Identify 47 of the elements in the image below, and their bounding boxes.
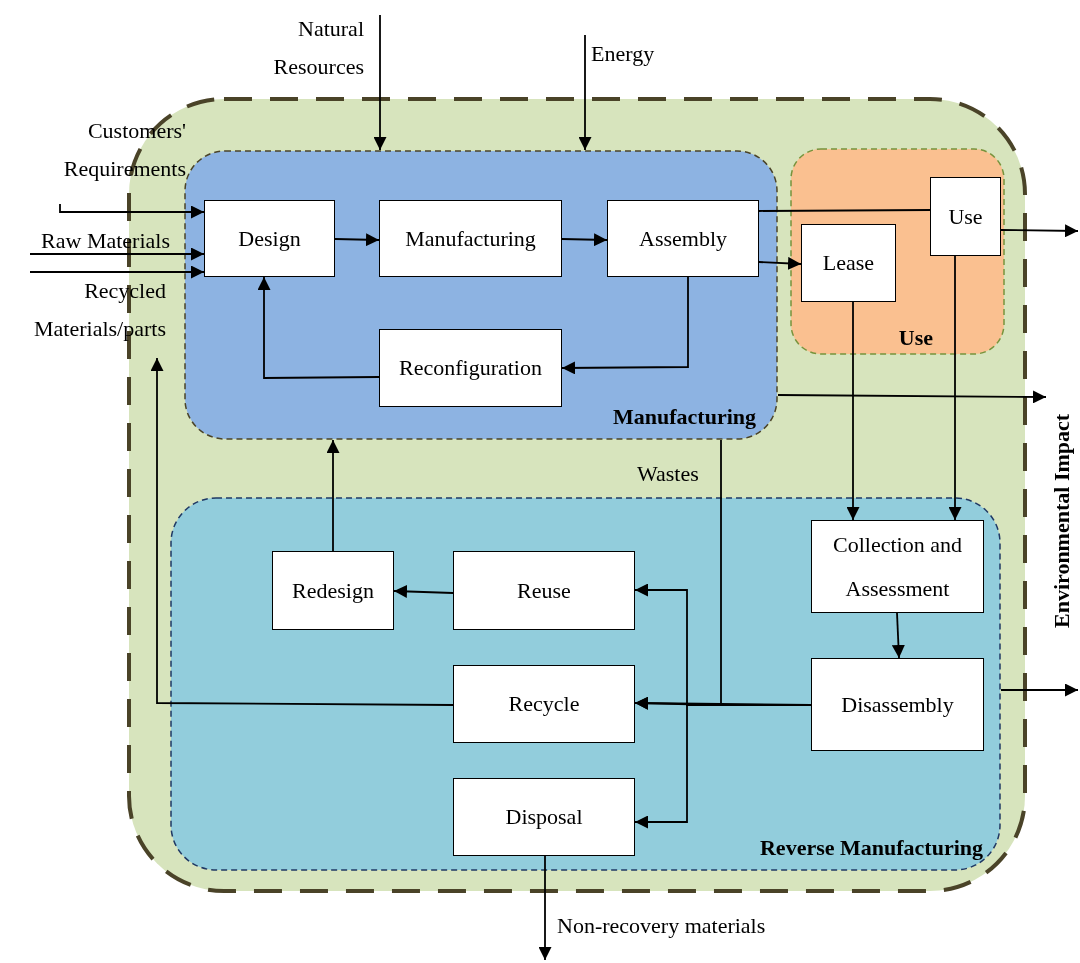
arrow [846, 301, 860, 521]
arrow [29, 265, 205, 279]
edge-label: Wastes [637, 460, 699, 488]
process-box: Manufacturing [379, 200, 562, 277]
arrow [373, 14, 387, 151]
arrow [59, 203, 205, 219]
arrow [538, 855, 552, 961]
process-box: Disposal [453, 778, 635, 856]
edge-label: Non-recovery materials [557, 912, 766, 940]
process-box: Reconfiguration [379, 329, 562, 407]
input-label: Natural Resources [230, 10, 380, 95]
arrow [561, 276, 689, 375]
group-region [170, 497, 1001, 871]
input-label: Raw Materials [10, 228, 186, 254]
arrow [326, 439, 340, 552]
arrow [578, 34, 592, 151]
input-label: Energy [585, 35, 680, 75]
process-box: Redesign [272, 551, 394, 630]
region-title: Reverse Manufacturing [760, 837, 983, 859]
arrow [334, 233, 380, 247]
process-box: Assembly [607, 200, 759, 277]
process-box: Reuse [453, 551, 635, 630]
region-title: Use [898, 327, 933, 349]
process-box: Design [204, 200, 335, 277]
process-box: Disassembly [811, 658, 984, 751]
group-region [790, 148, 1005, 355]
arrow [948, 255, 962, 521]
group-region [184, 150, 778, 440]
connector-line [758, 209, 931, 212]
process-box: Recycle [453, 665, 635, 743]
arrow [29, 247, 205, 261]
arrow [634, 704, 812, 829]
arrow [561, 233, 608, 247]
arrow [393, 584, 454, 598]
arrow [1000, 683, 1079, 697]
arrow [634, 439, 722, 710]
output-label: Environmental Impact [1046, 376, 1078, 666]
process-box: Lease [801, 224, 896, 302]
process-box: Collection and Assessment [811, 520, 984, 613]
arrow [891, 612, 905, 659]
arrow [257, 276, 380, 379]
arrow [150, 357, 454, 706]
arrow [758, 256, 802, 270]
arrow [777, 390, 1047, 404]
region-title: Manufacturing [613, 406, 756, 428]
arrow [1000, 224, 1079, 238]
process-box: Use [930, 177, 1001, 256]
